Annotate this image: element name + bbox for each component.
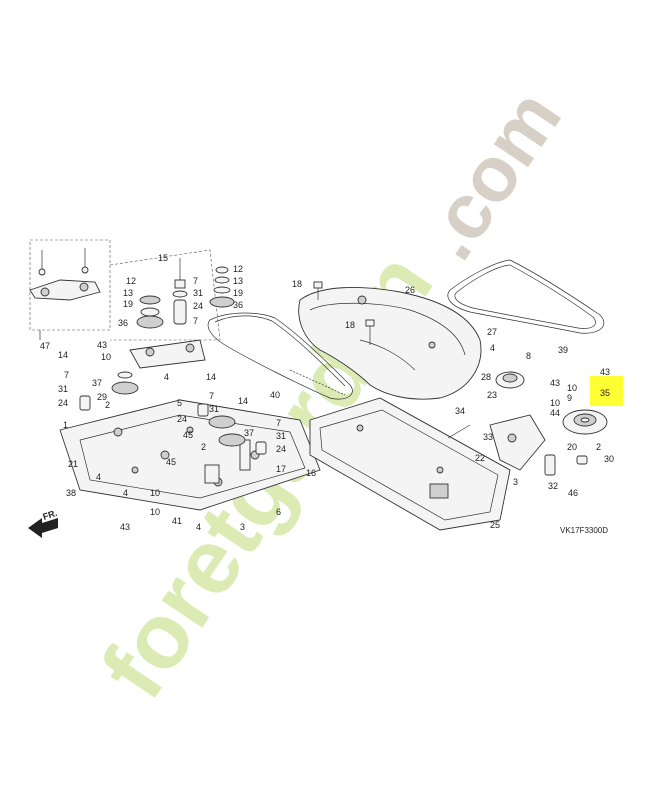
callout-10c: 10 bbox=[150, 507, 160, 517]
callout-5: 5 bbox=[177, 398, 182, 408]
watermark-suffix-text: .com bbox=[403, 74, 578, 274]
cover-26-27 bbox=[298, 281, 482, 400]
callout-10b: 10 bbox=[150, 488, 160, 498]
callout-34: 34 bbox=[455, 406, 465, 416]
callout-31c: 31 bbox=[209, 404, 219, 414]
belt-39 bbox=[447, 259, 605, 334]
callout-38: 38 bbox=[66, 488, 76, 498]
callout-37a: 37 bbox=[92, 378, 102, 388]
bracket-assembly-47 bbox=[29, 239, 111, 340]
callout-14b: 14 bbox=[206, 372, 216, 382]
callout-25: 25 bbox=[490, 520, 500, 530]
callout-43b: 43 bbox=[120, 522, 130, 532]
callout-43a: 43 bbox=[97, 340, 107, 350]
callout-24d: 24 bbox=[276, 444, 286, 454]
channel-25 bbox=[309, 397, 511, 531]
callout-23: 23 bbox=[487, 390, 497, 400]
callout-30: 30 bbox=[604, 454, 614, 464]
callout-45a: 45 bbox=[183, 430, 193, 440]
callout-4c: 4 bbox=[123, 488, 128, 498]
callout-4b: 4 bbox=[96, 472, 101, 482]
callout-8: 8 bbox=[526, 351, 531, 361]
callout-22: 22 bbox=[475, 453, 485, 463]
callout-7b: 7 bbox=[193, 316, 198, 326]
callout-12a: 12 bbox=[126, 276, 136, 286]
callout-7e: 7 bbox=[276, 418, 281, 428]
callout-17: 17 bbox=[276, 464, 286, 474]
callout-41: 41 bbox=[172, 516, 182, 526]
callout-4d: 4 bbox=[196, 522, 201, 532]
callout-24c: 24 bbox=[177, 414, 187, 424]
callout-16: 16 bbox=[306, 468, 316, 478]
watermark: foretgarden .com bbox=[82, 74, 578, 716]
callout-7d: 7 bbox=[209, 391, 214, 401]
callout-2b: 2 bbox=[201, 442, 206, 452]
callout-4e: 4 bbox=[490, 343, 495, 353]
callout-10d: 10 bbox=[550, 398, 560, 408]
callout-10e: 10 bbox=[567, 383, 577, 393]
callout-31b: 31 bbox=[58, 384, 68, 394]
callout-20: 20 bbox=[567, 442, 577, 452]
callout-13a: 13 bbox=[123, 288, 133, 298]
callout-6: 6 bbox=[276, 507, 281, 517]
callout-43c: 43 bbox=[550, 378, 560, 388]
callout-29: 29 bbox=[97, 392, 107, 402]
idler-assembly-35 bbox=[447, 371, 608, 476]
callout-12b: 12 bbox=[233, 264, 243, 274]
pulley-stack-left bbox=[109, 249, 235, 369]
callout-37b: 37 bbox=[244, 428, 254, 438]
callout-35: 35 bbox=[600, 388, 610, 398]
callout-36a: 36 bbox=[118, 318, 128, 328]
callout-14a: 14 bbox=[58, 350, 68, 360]
callout-14c: 14 bbox=[238, 396, 248, 406]
callout-31a: 31 bbox=[193, 288, 203, 298]
front-direction-arrow bbox=[28, 518, 58, 538]
diagram-code: VK17F3300D bbox=[560, 526, 608, 535]
highlight-box-35 bbox=[590, 376, 623, 406]
callout-19b: 19 bbox=[233, 288, 243, 298]
callout-21: 21 bbox=[68, 459, 78, 469]
callout-19a: 19 bbox=[123, 299, 133, 309]
callout-18a: 18 bbox=[292, 279, 302, 289]
main-plate-41 bbox=[59, 399, 321, 511]
callout-47: 47 bbox=[40, 341, 50, 351]
callout-36b: 36 bbox=[233, 300, 243, 310]
callout-2c: 2 bbox=[596, 442, 601, 452]
callout-13b: 13 bbox=[233, 276, 243, 286]
front-direction-label: FR. bbox=[42, 508, 59, 522]
callout-18b: 18 bbox=[345, 320, 355, 330]
callout-7a: 7 bbox=[193, 276, 198, 286]
callout-2a: 2 bbox=[105, 400, 110, 410]
callout-1: 1 bbox=[63, 420, 68, 430]
pulleys-on-plate bbox=[79, 371, 267, 455]
callout-4a: 4 bbox=[164, 372, 169, 382]
callout-10a: 10 bbox=[101, 352, 111, 362]
callout-28: 28 bbox=[481, 372, 491, 382]
callout-44: 44 bbox=[550, 408, 560, 418]
callout-7c: 7 bbox=[64, 370, 69, 380]
callout-3: 3 bbox=[240, 522, 245, 532]
callout-40: 40 bbox=[270, 390, 280, 400]
callout-3b: 3 bbox=[513, 477, 518, 487]
callout-24b: 24 bbox=[58, 398, 68, 408]
callout-39: 39 bbox=[558, 345, 568, 355]
callout-31d: 31 bbox=[276, 431, 286, 441]
callout-46: 46 bbox=[568, 488, 578, 498]
callout-labels: 47 15 12 13 19 36 7 31 24 7 12 13 19 36 … bbox=[40, 253, 614, 532]
callout-33: 33 bbox=[483, 432, 493, 442]
callout-27: 27 bbox=[487, 327, 497, 337]
callout-24a: 24 bbox=[193, 301, 203, 311]
callout-26: 26 bbox=[405, 285, 415, 295]
belt-40 bbox=[207, 312, 353, 400]
callout-32: 32 bbox=[548, 481, 558, 491]
callout-9: 9 bbox=[567, 393, 572, 403]
callout-43d: 43 bbox=[600, 367, 610, 377]
callout-45b: 45 bbox=[166, 457, 176, 467]
callout-15: 15 bbox=[158, 253, 168, 263]
